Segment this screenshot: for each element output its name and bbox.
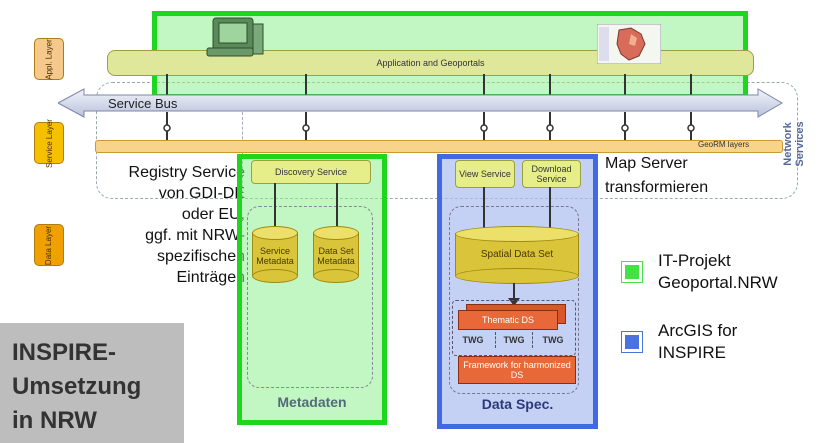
legend-blue-square xyxy=(621,331,643,353)
connector-view xyxy=(483,187,485,229)
connector-discovery-left xyxy=(274,183,276,231)
twg-1-label: TWG xyxy=(462,335,484,345)
thematic-ds-box: Thematic DS xyxy=(458,310,558,330)
appl-layer-badge: Appl. Layer xyxy=(34,38,64,80)
twg-3: TWG xyxy=(535,332,571,348)
discovery-service-box: Discovery Service xyxy=(251,160,371,184)
legend-blue-label: ArcGIS for INSPIRE xyxy=(658,320,768,364)
connector-spatial-thematic xyxy=(513,283,515,305)
title-line-2: Umsetzung xyxy=(12,373,142,400)
metadata-box xyxy=(237,154,387,425)
metadata-caption: Metadaten xyxy=(277,394,347,410)
connector-app-1 xyxy=(166,74,168,96)
service-metadata-cylinder: Service Metadata xyxy=(252,226,298,283)
legend-green-text: IT-Projekt Geoportal.NRW xyxy=(658,251,778,292)
connector-app-6 xyxy=(690,74,692,96)
thematic-dashed-box xyxy=(452,300,576,356)
spatial-data-set-cylinder: Spatial Data Set xyxy=(455,226,579,284)
discovery-service-label: Discovery Service xyxy=(274,167,348,177)
application-bar-label: Application and Geoportals xyxy=(376,58,485,68)
spatial-data-set-label: Spatial Data Set xyxy=(480,249,554,260)
map-server-line-2: transformieren xyxy=(605,179,709,196)
registry-text: Registry Service von GDI-DE oder EU, ggf… xyxy=(80,162,245,288)
view-service-label: View Service xyxy=(459,169,511,179)
data-set-metadata-cylinder: Data Set Metadata xyxy=(313,226,359,283)
service-layer-badge: Service Layer xyxy=(34,119,64,167)
registry-line-3: oder EU, xyxy=(181,206,245,223)
dataspec-inner-dashed xyxy=(449,206,579,394)
view-service-box: View Service xyxy=(455,160,515,188)
twg-2: TWG xyxy=(495,332,533,348)
registry-line-5: spezifischen xyxy=(156,248,245,265)
registry-line-2: von GDI-DE xyxy=(158,185,245,202)
connector-app-3 xyxy=(483,74,485,96)
twg-2-label: TWG xyxy=(503,335,525,345)
legend-green-label: IT-Projekt Geoportal.NRW xyxy=(658,250,808,294)
framework-label: Framework for harmonized DS xyxy=(463,360,571,380)
thematic-ds-label: Thematic DS xyxy=(481,315,534,325)
twg-1: TWG xyxy=(455,332,491,348)
registry-line-1: Registry Service xyxy=(128,164,245,181)
data-layer-badge: Data Layer xyxy=(34,224,64,266)
network-services-text: Network Services xyxy=(782,121,806,167)
title-box: INSPIRE- Umsetzung in NRW xyxy=(0,323,184,443)
title-line-1: INSPIRE- xyxy=(12,339,117,366)
connector-app-2 xyxy=(305,74,307,96)
map-thumbnail-icon xyxy=(597,24,661,64)
metadata-inner-dashed xyxy=(247,206,373,388)
map-server-text: Map Server transformieren xyxy=(605,152,708,200)
connector-discovery-right xyxy=(336,183,338,231)
computer-icon xyxy=(206,17,264,57)
map-server-line-1: Map Server xyxy=(605,155,688,172)
data-set-metadata-label: Data Set Metadata xyxy=(317,246,355,266)
connector-download xyxy=(549,187,551,229)
connector-app-5 xyxy=(624,74,626,96)
legend-blue-text: ArcGIS for INSPIRE xyxy=(658,321,738,362)
georm-layers-bar xyxy=(95,140,783,153)
registry-line-6: Einträgen xyxy=(176,269,246,286)
registry-line-4: ggf. mit NRW- xyxy=(145,227,245,244)
twg-3-label: TWG xyxy=(542,335,564,345)
title-line-3: in NRW xyxy=(12,407,97,434)
framework-box: Framework for harmonized DS xyxy=(458,356,576,384)
service-bus-label: Service Bus xyxy=(108,96,178,111)
dataspec-caption: Data Spec. xyxy=(481,396,554,412)
download-service-label: Download Service xyxy=(531,164,572,184)
download-service-box: Download Service xyxy=(522,160,581,188)
georm-layers-label: GeoRM layers xyxy=(698,140,750,149)
service-bus-arrow xyxy=(58,88,783,118)
service-metadata-label: Service Metadata xyxy=(256,246,294,266)
legend-green-square xyxy=(621,261,643,283)
network-services-label: Network Services xyxy=(768,100,818,180)
connector-app-4 xyxy=(549,74,551,96)
